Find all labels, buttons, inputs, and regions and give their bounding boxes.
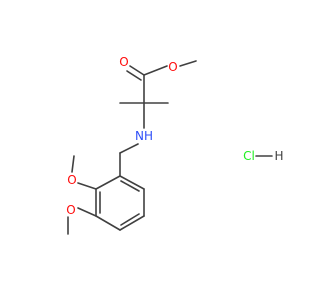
- bond-N-CH2: [119, 143, 139, 154]
- structure-diagram: O O NH O O Cl H: [66, 55, 284, 235]
- bond-ring-O2: [77, 182, 97, 190]
- chloride-label: Cl: [243, 149, 255, 163]
- ring-bond-1: [95, 175, 121, 190]
- ring-bond-4: [119, 215, 145, 231]
- bond-carbonyl-double-b: [126, 70, 142, 81]
- bond-methyl-esterO: [179, 60, 197, 67]
- bond-carbonyl-double-a: [129, 65, 145, 76]
- methoxy-oxygen-2-label: O: [67, 173, 76, 187]
- amine-nh-label: NH: [135, 129, 153, 143]
- methoxy-oxygen-3-label: O: [66, 203, 75, 217]
- bond-ring-O3: [77, 207, 97, 217]
- ring-bond-6: [119, 175, 145, 190]
- bond-O2-methyl: [71, 155, 75, 173]
- ring-bond-3: [95, 215, 121, 231]
- bond-esterO-carbonylC: [143, 65, 168, 76]
- hydrogen-label: H: [274, 149, 283, 163]
- atom-labels: O O NH O O Cl H: [66, 55, 283, 217]
- ring-inner-3: [120, 180, 140, 192]
- ester-oxygen-label: O: [168, 60, 177, 74]
- carbonyl-oxygen-label: O: [119, 55, 128, 69]
- bonds: [67, 60, 273, 235]
- ring-inner-2: [120, 213, 140, 226]
